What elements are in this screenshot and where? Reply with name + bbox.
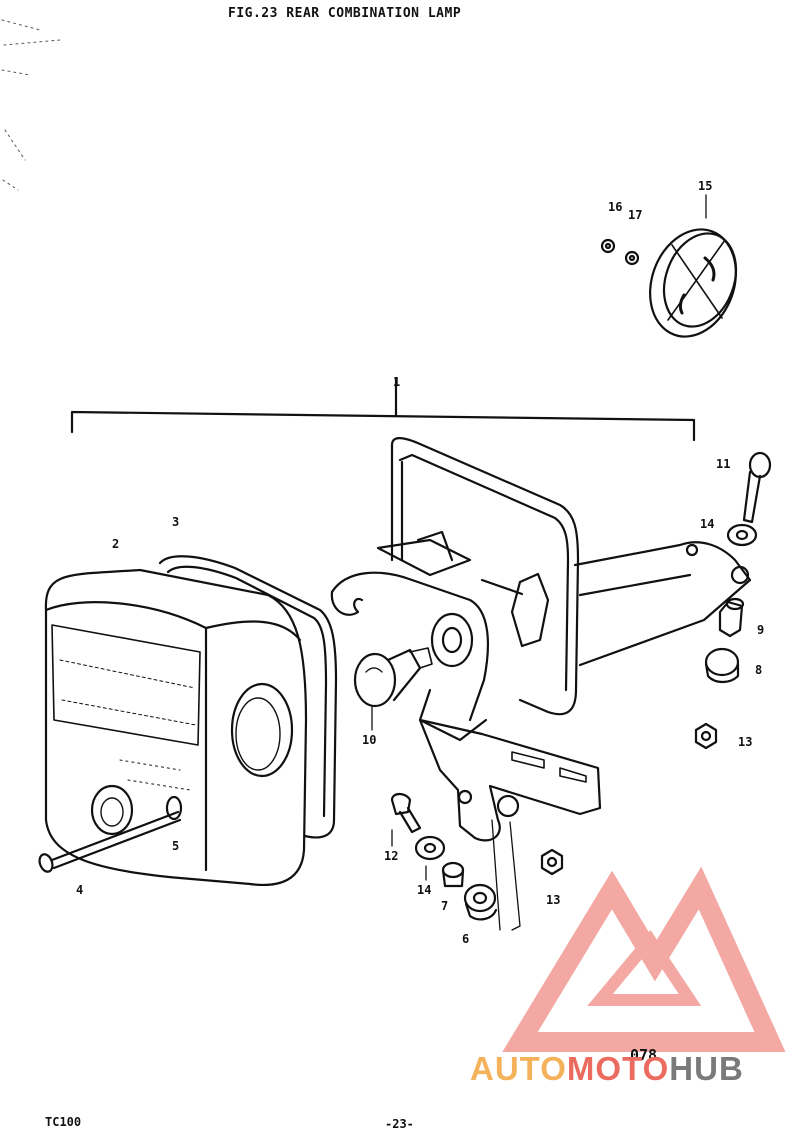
watermark-text-moto: MOTO (566, 1050, 670, 1087)
watermark-text-auto: AUTO (470, 1050, 567, 1087)
collar-9 (718, 597, 745, 638)
page-number: -23- (385, 1117, 414, 1131)
screw-4 (38, 810, 182, 873)
nut-13-upper (694, 722, 718, 750)
drawing-code: 078 (630, 1046, 658, 1064)
callout-10: 10 (362, 733, 377, 747)
callout-4: 4 (76, 883, 84, 897)
washer-17 (624, 250, 640, 266)
callout-12: 12 (384, 849, 399, 863)
callout-13-upper: 13 (738, 735, 753, 749)
grommet-6 (463, 883, 498, 921)
callout-2: 2 (112, 537, 120, 551)
lens-2 (44, 568, 308, 886)
callout-6: 6 (462, 932, 470, 946)
leader-lines-6-7 (491, 819, 521, 931)
lamp-housing (330, 437, 580, 742)
model-name: TC100 (45, 1115, 82, 1129)
bulb-10 (353, 647, 433, 708)
watermark-text: AUTOMOTOHUB (470, 1052, 744, 1085)
callout-8: 8 (755, 663, 763, 677)
assembly-bracket (70, 376, 696, 442)
callout-14-upper: 14 (700, 517, 715, 531)
figure-title: FIG.23 REAR COMBINATION LAMP (228, 6, 462, 21)
bolt-12 (390, 792, 422, 834)
callout-1: 1 (393, 375, 401, 389)
collar-7 (441, 861, 465, 888)
scan-speckle (1, 19, 61, 191)
plate-bracket (418, 718, 602, 842)
callout-9: 9 (757, 623, 765, 637)
callout-15: 15 (698, 179, 713, 193)
washer-14-upper (726, 523, 758, 547)
callout-14-lower: 14 (417, 883, 432, 897)
grommet-8 (704, 647, 740, 684)
callout-5: 5 (172, 839, 180, 853)
callout-17: 17 (628, 208, 643, 222)
callout-7: 7 (441, 899, 449, 913)
watermark-text-hub: HUB (669, 1050, 744, 1087)
washer-5 (165, 795, 183, 821)
callout-16: 16 (608, 200, 623, 214)
callout-3: 3 (172, 515, 180, 529)
nut-16 (600, 238, 616, 254)
washer-14-lower (414, 835, 446, 861)
reflector-15 (649, 228, 738, 338)
gasket-3 (158, 555, 338, 839)
bolt-11 (742, 451, 772, 524)
callout-11: 11 (716, 457, 731, 471)
callout-13-lower: 13 (546, 893, 561, 907)
watermark-logo (502, 866, 786, 1052)
nut-13-lower (540, 848, 564, 876)
mounting-stay (573, 541, 752, 667)
